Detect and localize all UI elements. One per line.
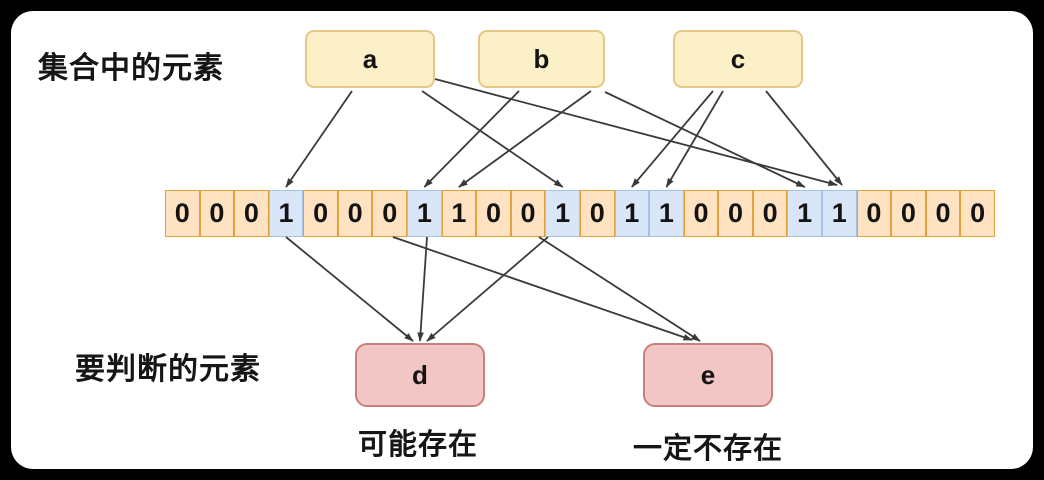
bit-cell-13: 1	[614, 190, 650, 237]
bit-cell-15: 0	[683, 190, 719, 237]
bit-cell-20: 0	[856, 190, 892, 237]
hash-arrow	[665, 90, 724, 188]
bit-cell-7: 1	[407, 190, 442, 237]
bit-cell-0: 0	[165, 190, 200, 237]
bit-cell-14: 1	[649, 190, 684, 237]
bit-cell-3: 1	[268, 190, 304, 237]
query-section-label: 要判断的元素	[75, 353, 261, 386]
bit-cell-6: 0	[372, 190, 408, 237]
hash-arrow	[538, 236, 701, 342]
hash-arrow	[434, 78, 838, 186]
set-element-box-b: b	[478, 30, 605, 88]
hash-arrow	[421, 90, 564, 188]
bit-cell-1: 0	[199, 190, 235, 237]
hash-arrow	[285, 236, 414, 342]
bit-cell-2: 0	[234, 190, 269, 237]
bit-cell-5: 0	[337, 190, 373, 237]
bit-cell-8: 1	[441, 190, 477, 237]
bit-cell-12: 0	[579, 190, 615, 237]
hash-arrow	[458, 90, 592, 188]
hash-arrow	[604, 91, 806, 188]
bit-cell-21: 0	[891, 190, 926, 237]
set-element-box-a: a	[305, 30, 435, 88]
bit-cell-22: 0	[925, 190, 961, 237]
bit-cell-9: 0	[476, 190, 511, 237]
bit-cell-19: 1	[821, 190, 857, 237]
bit-cell-17: 0	[752, 190, 788, 237]
query-element-box-e: e	[643, 343, 773, 407]
bit-cell-10: 0	[510, 190, 546, 237]
query-element-box-d: d	[355, 343, 485, 407]
hash-arrow	[426, 236, 549, 342]
hash-arrow	[417, 236, 428, 342]
bit-cell-23: 0	[960, 190, 995, 237]
hash-arrow	[285, 90, 353, 188]
hash-arrow	[631, 90, 714, 188]
hash-arrow	[392, 236, 693, 341]
verdict-label-e: 一定不存在	[632, 433, 784, 465]
set-element-box-c: c	[673, 30, 803, 88]
set-section-label: 集合中的元素	[38, 52, 224, 85]
bit-cell-4: 0	[303, 190, 338, 237]
hash-arrow	[423, 90, 520, 188]
verdict-label-d: 可能存在	[357, 429, 479, 461]
bit-cell-18: 1	[787, 190, 822, 237]
hash-arrow	[765, 90, 843, 186]
bit-cell-16: 0	[718, 190, 753, 237]
bit-cell-11: 1	[545, 190, 580, 237]
